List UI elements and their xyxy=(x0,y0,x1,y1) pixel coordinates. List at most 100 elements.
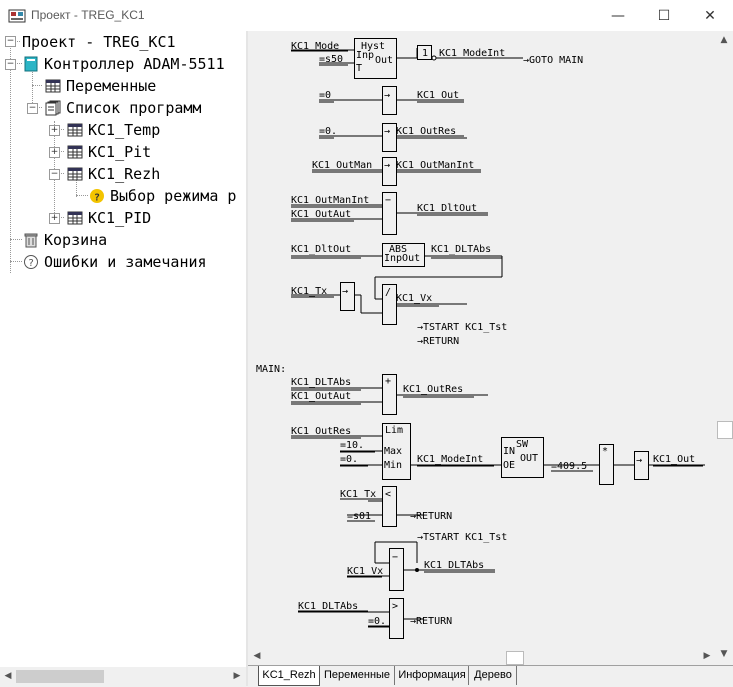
tree-item-rezh-description[interactable]: ? Выбор режима р xyxy=(0,186,246,206)
block-label: Hyst xyxy=(361,41,385,52)
block-label: − xyxy=(385,195,391,206)
table-icon xyxy=(67,123,83,137)
tree-item-kc1-temp[interactable]: + KC1_Temp xyxy=(0,120,246,140)
project-tree[interactable]: − Проект - TREG_KC1 − Контроллер ADAM-55… xyxy=(0,31,246,667)
table-icon xyxy=(67,211,83,225)
tree-item-label: KC1_Rezh xyxy=(88,165,161,183)
block-label: > xyxy=(392,601,398,612)
question-icon: ? xyxy=(90,189,104,204)
collapse-toggle[interactable]: − xyxy=(5,59,16,70)
collapse-toggle[interactable]: − xyxy=(49,169,60,180)
block-label: → xyxy=(342,286,348,297)
pin-label: Out xyxy=(375,55,393,66)
tree-item-kc1-pit[interactable]: + KC1_Pit xyxy=(0,142,246,162)
block-label: → xyxy=(384,90,390,101)
jump-label: →RETURN xyxy=(417,336,459,347)
const-label: =s50 xyxy=(319,54,343,65)
tree-item-errors[interactable]: ? Ошибки и замечания xyxy=(0,252,246,272)
scroll-up-button[interactable]: ▲ xyxy=(720,35,728,45)
tree-item-label: Переменные xyxy=(66,77,157,95)
tree-item-kc1-rezh[interactable]: − KC1_Rezh xyxy=(0,164,246,184)
pin-label: OE xyxy=(503,460,515,471)
scroll-left-button[interactable]: ◀ xyxy=(253,651,261,661)
var-label: KC1_DltOut xyxy=(417,203,477,214)
controller-icon xyxy=(24,56,38,72)
block-label: → xyxy=(384,160,390,171)
var-label: KC1_DLTAbs xyxy=(424,560,484,571)
scroll-down-button[interactable]: ▼ xyxy=(720,649,728,659)
tree-item-label: Ошибки и замечания xyxy=(44,253,207,271)
tab-variables[interactable]: Переменные xyxy=(320,666,395,685)
maximize-button[interactable]: ☐ xyxy=(657,7,671,24)
pin-label: Max xyxy=(384,446,402,457)
fbd-diagram-canvas[interactable]: KC1_Mode =s50 Hyst Inp Out T 1 KC1_ModeI… xyxy=(248,31,715,649)
expand-toggle[interactable]: + xyxy=(49,125,60,136)
block-label: + xyxy=(385,376,391,387)
const-label: =0. xyxy=(319,126,337,137)
diagram-horizontal-scrollbar[interactable]: ◀ ▶ xyxy=(248,649,715,665)
fbd-diagram: KC1_Mode =s50 Hyst Inp Out T 1 KC1_ModeI… xyxy=(256,38,705,639)
block-label: SW xyxy=(516,439,529,450)
var-label: KC1_OutMan xyxy=(312,160,372,171)
diagram-vertical-scrollbar[interactable]: ▲ ▼ xyxy=(715,31,733,665)
collapse-toggle[interactable]: − xyxy=(27,103,38,114)
tree-item-label: Контроллер ADAM-5511 xyxy=(44,55,225,73)
trash-icon xyxy=(24,233,38,248)
pin-label: OUT xyxy=(520,453,538,464)
const-label: =10. xyxy=(340,440,364,451)
var-label: KC1_OutRes xyxy=(403,384,463,395)
block-label: < xyxy=(385,489,391,500)
var-label: KC1_DltOut xyxy=(291,244,351,255)
pane-splitter[interactable] xyxy=(246,31,248,686)
pin-label: IN xyxy=(503,446,515,457)
tree-item-label: KC1_Temp xyxy=(88,121,161,139)
tab-tree[interactable]: Дерево xyxy=(470,666,517,685)
tree-item-trash[interactable]: Корзина xyxy=(0,230,246,250)
scroll-right-button[interactable]: ▶ xyxy=(703,651,711,661)
collapse-toggle[interactable]: − xyxy=(5,36,16,47)
minimize-button[interactable]: — xyxy=(611,7,625,24)
section-label: MAIN: xyxy=(256,364,286,375)
jump-label: →TSTART KC1_Tst xyxy=(417,322,507,333)
tree-item-label: Выбор режима р xyxy=(110,187,237,205)
var-label: KC1_OutAut xyxy=(291,209,351,220)
block-label: 1 xyxy=(422,48,428,59)
table-icon xyxy=(45,79,61,93)
const-label: =409.5 xyxy=(551,461,587,472)
tab-kc1-rezh[interactable]: KC1_Rezh xyxy=(258,666,320,686)
const-label: =s01 xyxy=(347,511,371,522)
jump-label: →TSTART KC1_Tst xyxy=(417,532,507,543)
pin-label: T xyxy=(356,63,362,74)
scroll-thumb[interactable] xyxy=(16,670,104,683)
expand-toggle[interactable]: + xyxy=(49,213,60,224)
scroll-right-button[interactable]: ▶ xyxy=(233,671,241,681)
tree-item-programs[interactable]: − Список программ xyxy=(0,98,246,118)
var-label: KC1_Mode xyxy=(291,41,339,52)
var-label: KC1_OutAut xyxy=(291,391,351,402)
view-tabs: KC1_Rezh Переменные Информация Дерево xyxy=(248,665,733,687)
tree-item-controller[interactable]: − Контроллер ADAM-5511 xyxy=(0,54,246,74)
var-label: KC1_Vx xyxy=(396,293,432,304)
tree-item-kc1-pid[interactable]: + KC1_PID xyxy=(0,208,246,228)
tree-item-project[interactable]: − Проект - TREG_KC1 xyxy=(0,32,246,52)
pin-label: Min xyxy=(384,460,402,471)
jump-label: →RETURN xyxy=(410,511,452,522)
var-label: KC1_ModeInt xyxy=(439,48,505,59)
close-button[interactable]: ✕ xyxy=(704,7,716,24)
scroll-thumb[interactable] xyxy=(506,651,524,665)
jump-label: →GOTO MAIN xyxy=(523,55,583,66)
const-label: =0. xyxy=(368,616,386,627)
tab-information[interactable]: Информация xyxy=(396,666,469,685)
expand-toggle[interactable]: + xyxy=(49,147,60,158)
var-label: KC1_OutManInt xyxy=(291,195,369,206)
scroll-left-button[interactable]: ◀ xyxy=(4,671,12,681)
svg-text:?: ? xyxy=(94,193,100,204)
tree-item-label: KC1_Pit xyxy=(88,143,152,161)
block-label: → xyxy=(384,126,390,137)
table-icon xyxy=(67,167,83,181)
tree-item-variables[interactable]: Переменные xyxy=(0,76,246,96)
var-label: KC1_ModeInt xyxy=(417,454,483,465)
tree-horizontal-scrollbar[interactable]: ◀ ▶ xyxy=(0,667,246,686)
pin-label: Inp xyxy=(356,50,374,61)
scroll-thumb[interactable] xyxy=(717,421,733,439)
